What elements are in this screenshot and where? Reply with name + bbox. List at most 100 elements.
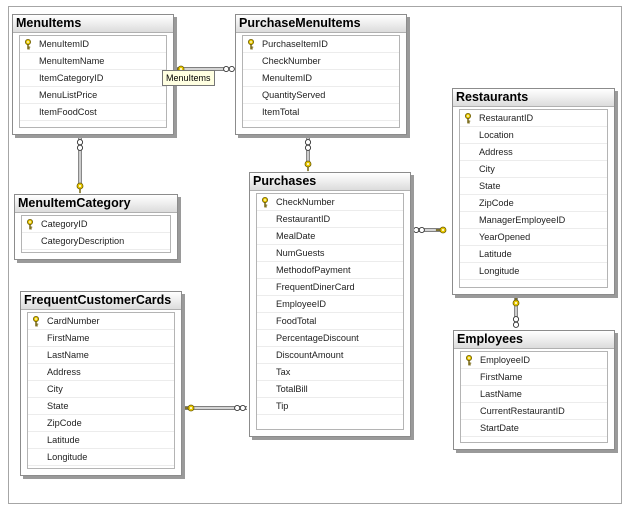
column-row[interactable]: QuantityServed (243, 87, 399, 104)
column-label: EmployeeID (480, 355, 531, 365)
column-label: City (47, 384, 63, 394)
column-label: State (47, 401, 69, 411)
column-row[interactable]: Tax (257, 364, 403, 381)
column-row[interactable]: ZipCode (460, 195, 607, 212)
table-restaurants[interactable]: Restaurants RestaurantID Location Addres… (452, 88, 615, 295)
column-label: Longitude (47, 452, 88, 462)
column-row[interactable]: RestaurantID (460, 110, 607, 127)
column-label: LastName (47, 350, 89, 360)
column-row[interactable]: FoodTotal (257, 313, 403, 330)
column-row[interactable]: StartDate (461, 420, 607, 437)
column-label: Address (479, 147, 513, 157)
table-purchases[interactable]: Purchases CheckNumber RestaurantID MealD… (249, 172, 411, 437)
column-label: MethodofPayment (276, 265, 351, 275)
column-label: CheckNumber (276, 197, 335, 207)
column-label: TotalBill (276, 384, 308, 394)
column-row[interactable]: City (28, 381, 174, 398)
column-row[interactable]: CategoryDescription (22, 233, 170, 250)
column-label: MenuListPrice (39, 90, 98, 100)
column-row[interactable]: EmployeeID (461, 352, 607, 369)
column-list: RestaurantID Location Address City State… (459, 109, 608, 288)
table-title[interactable]: Restaurants (453, 89, 614, 107)
column-label: MenuItemID (39, 39, 90, 49)
column-row[interactable]: MethodofPayment (257, 262, 403, 279)
column-row[interactable]: ItemTotal (243, 104, 399, 121)
column-row[interactable]: City (460, 161, 607, 178)
table-title[interactable]: MenuItems (13, 15, 173, 33)
column-row[interactable]: CategoryID (22, 216, 170, 233)
column-row[interactable]: LastName (28, 347, 174, 364)
column-row[interactable]: TotalBill (257, 381, 403, 398)
column-label: MenuItemID (262, 73, 313, 83)
table-title[interactable]: FrequentCustomerCards (21, 292, 181, 310)
column-label: ItemFoodCost (39, 107, 97, 117)
column-row[interactable]: Location (460, 127, 607, 144)
column-row[interactable]: MenuItemID (20, 36, 166, 53)
column-row[interactable]: DiscountAmount (257, 347, 403, 364)
column-label: NumGuests (276, 248, 325, 258)
column-label: CardNumber (47, 316, 100, 326)
column-label: RestaurantID (479, 113, 534, 123)
table-title[interactable]: Purchases (250, 173, 410, 191)
column-list: CheckNumber RestaurantID MealDate NumGue… (256, 193, 404, 430)
column-row[interactable]: MealDate (257, 228, 403, 245)
one-end-key-icon (76, 182, 84, 194)
column-row[interactable]: Address (460, 144, 607, 161)
column-row[interactable]: MenuListPrice (20, 87, 166, 104)
column-row[interactable]: Latitude (460, 246, 607, 263)
column-label: Tip (276, 401, 289, 411)
column-label: City (479, 164, 495, 174)
table-title[interactable]: MenuItemCategory (15, 195, 177, 213)
column-row[interactable]: LastName (461, 386, 607, 403)
column-row[interactable]: CurrentRestaurantID (461, 403, 607, 420)
table-purchasemenuitems[interactable]: PurchaseMenuItems PurchaseItemID CheckNu… (235, 14, 407, 135)
column-row[interactable]: Tip (257, 398, 403, 415)
table-menuitems[interactable]: MenuItems MenuItemID MenuItemName ItemCa… (12, 14, 174, 135)
column-row[interactable]: RestaurantID (257, 211, 403, 228)
column-row[interactable]: ManagerEmployeeID (460, 212, 607, 229)
column-list: CardNumber FirstName LastName Address Ci… (27, 312, 175, 469)
table-employees[interactable]: Employees EmployeeID FirstName LastName … (453, 330, 615, 450)
table-title[interactable]: PurchaseMenuItems (236, 15, 406, 33)
column-row[interactable]: Latitude (28, 432, 174, 449)
column-row[interactable]: PurchaseItemID (243, 36, 399, 53)
column-label: QuantityServed (262, 90, 326, 100)
column-label: LastName (480, 389, 522, 399)
column-row[interactable]: Longitude (460, 263, 607, 280)
table-menuitemcategory[interactable]: MenuItemCategory CategoryID CategoryDesc… (14, 194, 178, 260)
column-row[interactable]: FrequentDinerCard (257, 279, 403, 296)
column-label: ZipCode (479, 198, 514, 208)
column-row[interactable]: FirstName (28, 330, 174, 347)
column-label: MenuItemName (39, 56, 105, 66)
column-row[interactable]: YearOpened (460, 229, 607, 246)
table-frequentcustomercards[interactable]: FrequentCustomerCards CardNumber FirstNa… (20, 291, 182, 476)
column-row[interactable]: MenuItemID (243, 70, 399, 87)
column-row[interactable]: ItemFoodCost (20, 104, 166, 121)
column-label: FirstName (47, 333, 90, 343)
column-row[interactable]: EmployeeID (257, 296, 403, 313)
column-label: State (479, 181, 501, 191)
column-row[interactable]: State (28, 398, 174, 415)
column-row[interactable]: CardNumber (28, 313, 174, 330)
column-row[interactable]: Address (28, 364, 174, 381)
table-title[interactable]: Employees (454, 331, 614, 349)
column-row[interactable]: NumGuests (257, 245, 403, 262)
column-list: PurchaseItemID CheckNumber MenuItemID Qu… (242, 35, 400, 128)
column-row[interactable]: FirstName (461, 369, 607, 386)
column-label: ItemCategoryID (39, 73, 104, 83)
column-list: CategoryID CategoryDescription (21, 215, 171, 253)
one-end-key-icon (183, 404, 195, 412)
column-row[interactable]: Longitude (28, 449, 174, 466)
column-row[interactable]: CheckNumber (257, 194, 403, 211)
column-row[interactable]: MenuItemName (20, 53, 166, 70)
column-row[interactable]: PercentageDiscount (257, 330, 403, 347)
primary-key-icon (24, 39, 32, 50)
column-row[interactable]: ItemCategoryID (20, 70, 166, 87)
column-row[interactable]: State (460, 178, 607, 195)
column-row[interactable]: CheckNumber (243, 53, 399, 70)
column-row[interactable]: ZipCode (28, 415, 174, 432)
column-label: FrequentDinerCard (276, 282, 355, 292)
column-label: Longitude (479, 266, 520, 276)
column-label: CheckNumber (262, 56, 321, 66)
